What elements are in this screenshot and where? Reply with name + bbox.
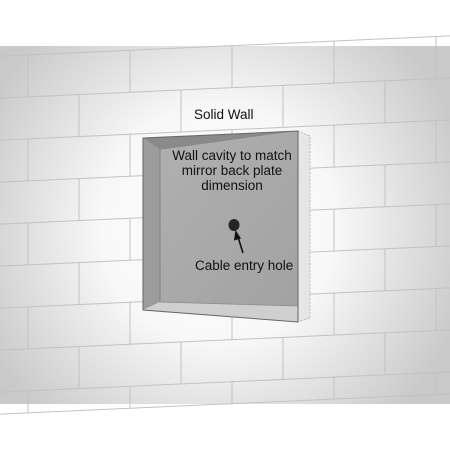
cavity-inner-edge bbox=[159, 301, 299, 307]
tile-joint-horizontal bbox=[0, 35, 450, 57]
wall-cavity bbox=[142, 130, 311, 323]
cavity-label: Wall cavity to match mirror back plate d… bbox=[172, 148, 292, 193]
tile-joint-horizontal bbox=[0, 119, 450, 141]
tile-joint-horizontal bbox=[0, 329, 450, 351]
cable-entry-hole-label: Cable entry hole bbox=[195, 258, 294, 273]
cavity-opening-outline bbox=[142, 130, 299, 323]
cavity-back-panel bbox=[160, 131, 298, 306]
cavity-bottom-side bbox=[143, 302, 298, 322]
cavity-top-side bbox=[143, 131, 298, 150]
cavity-right-side bbox=[297, 130, 311, 323]
tile-joint-horizontal bbox=[0, 77, 450, 99]
cavity-left-side bbox=[143, 138, 160, 310]
tile-joint-horizontal bbox=[0, 371, 450, 393]
solid-wall-label: Solid Wall bbox=[194, 107, 254, 122]
cable-entry-hole bbox=[228, 219, 240, 231]
pointer-arrow bbox=[234, 230, 244, 254]
tile-joint-horizontal bbox=[0, 393, 450, 415]
